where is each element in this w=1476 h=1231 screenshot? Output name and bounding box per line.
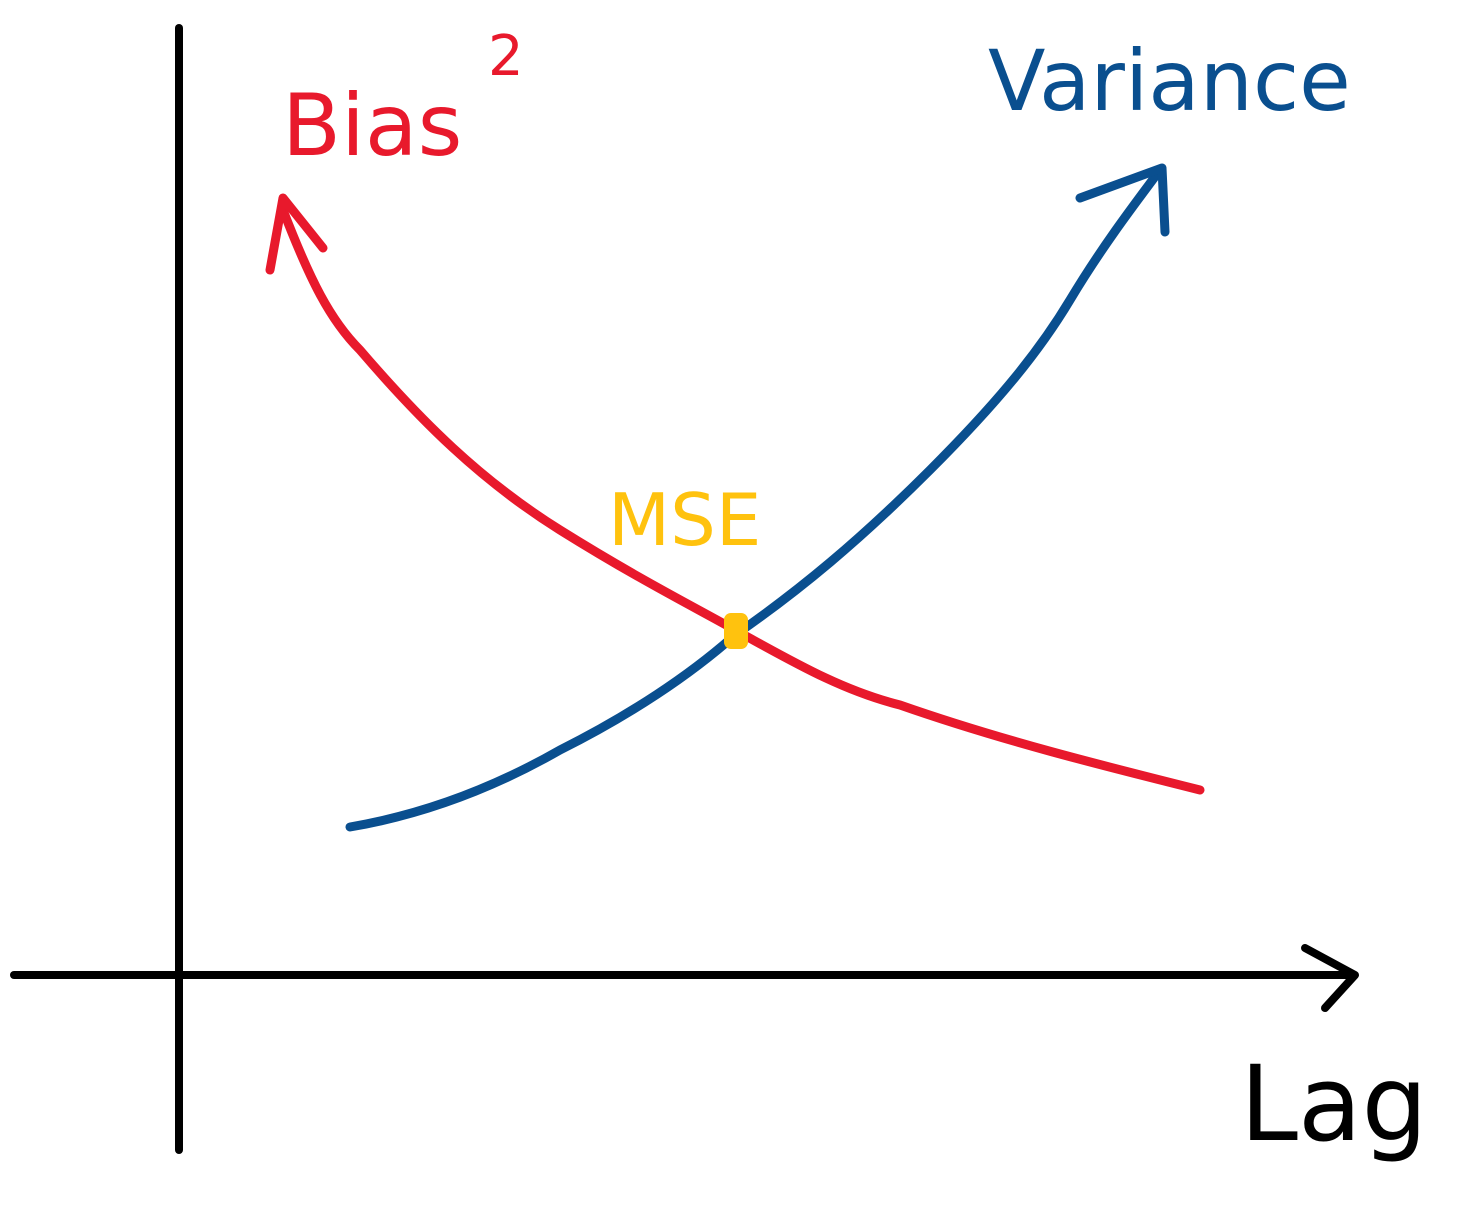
mse-point-marker — [724, 613, 748, 649]
bias-exponent-label: 2 — [488, 24, 524, 89]
variance-arrowhead — [1075, 163, 1170, 237]
bias-curve — [278, 205, 1205, 795]
x-axis-arrowhead — [1301, 944, 1359, 1012]
bias-arrowhead — [265, 193, 328, 275]
bias-label: Bias — [282, 76, 462, 176]
variance-curve — [345, 165, 1165, 832]
x-axis-label: Lag — [1240, 1043, 1428, 1165]
variance-label: Variance — [988, 32, 1351, 130]
mse-label: MSE — [608, 478, 761, 562]
